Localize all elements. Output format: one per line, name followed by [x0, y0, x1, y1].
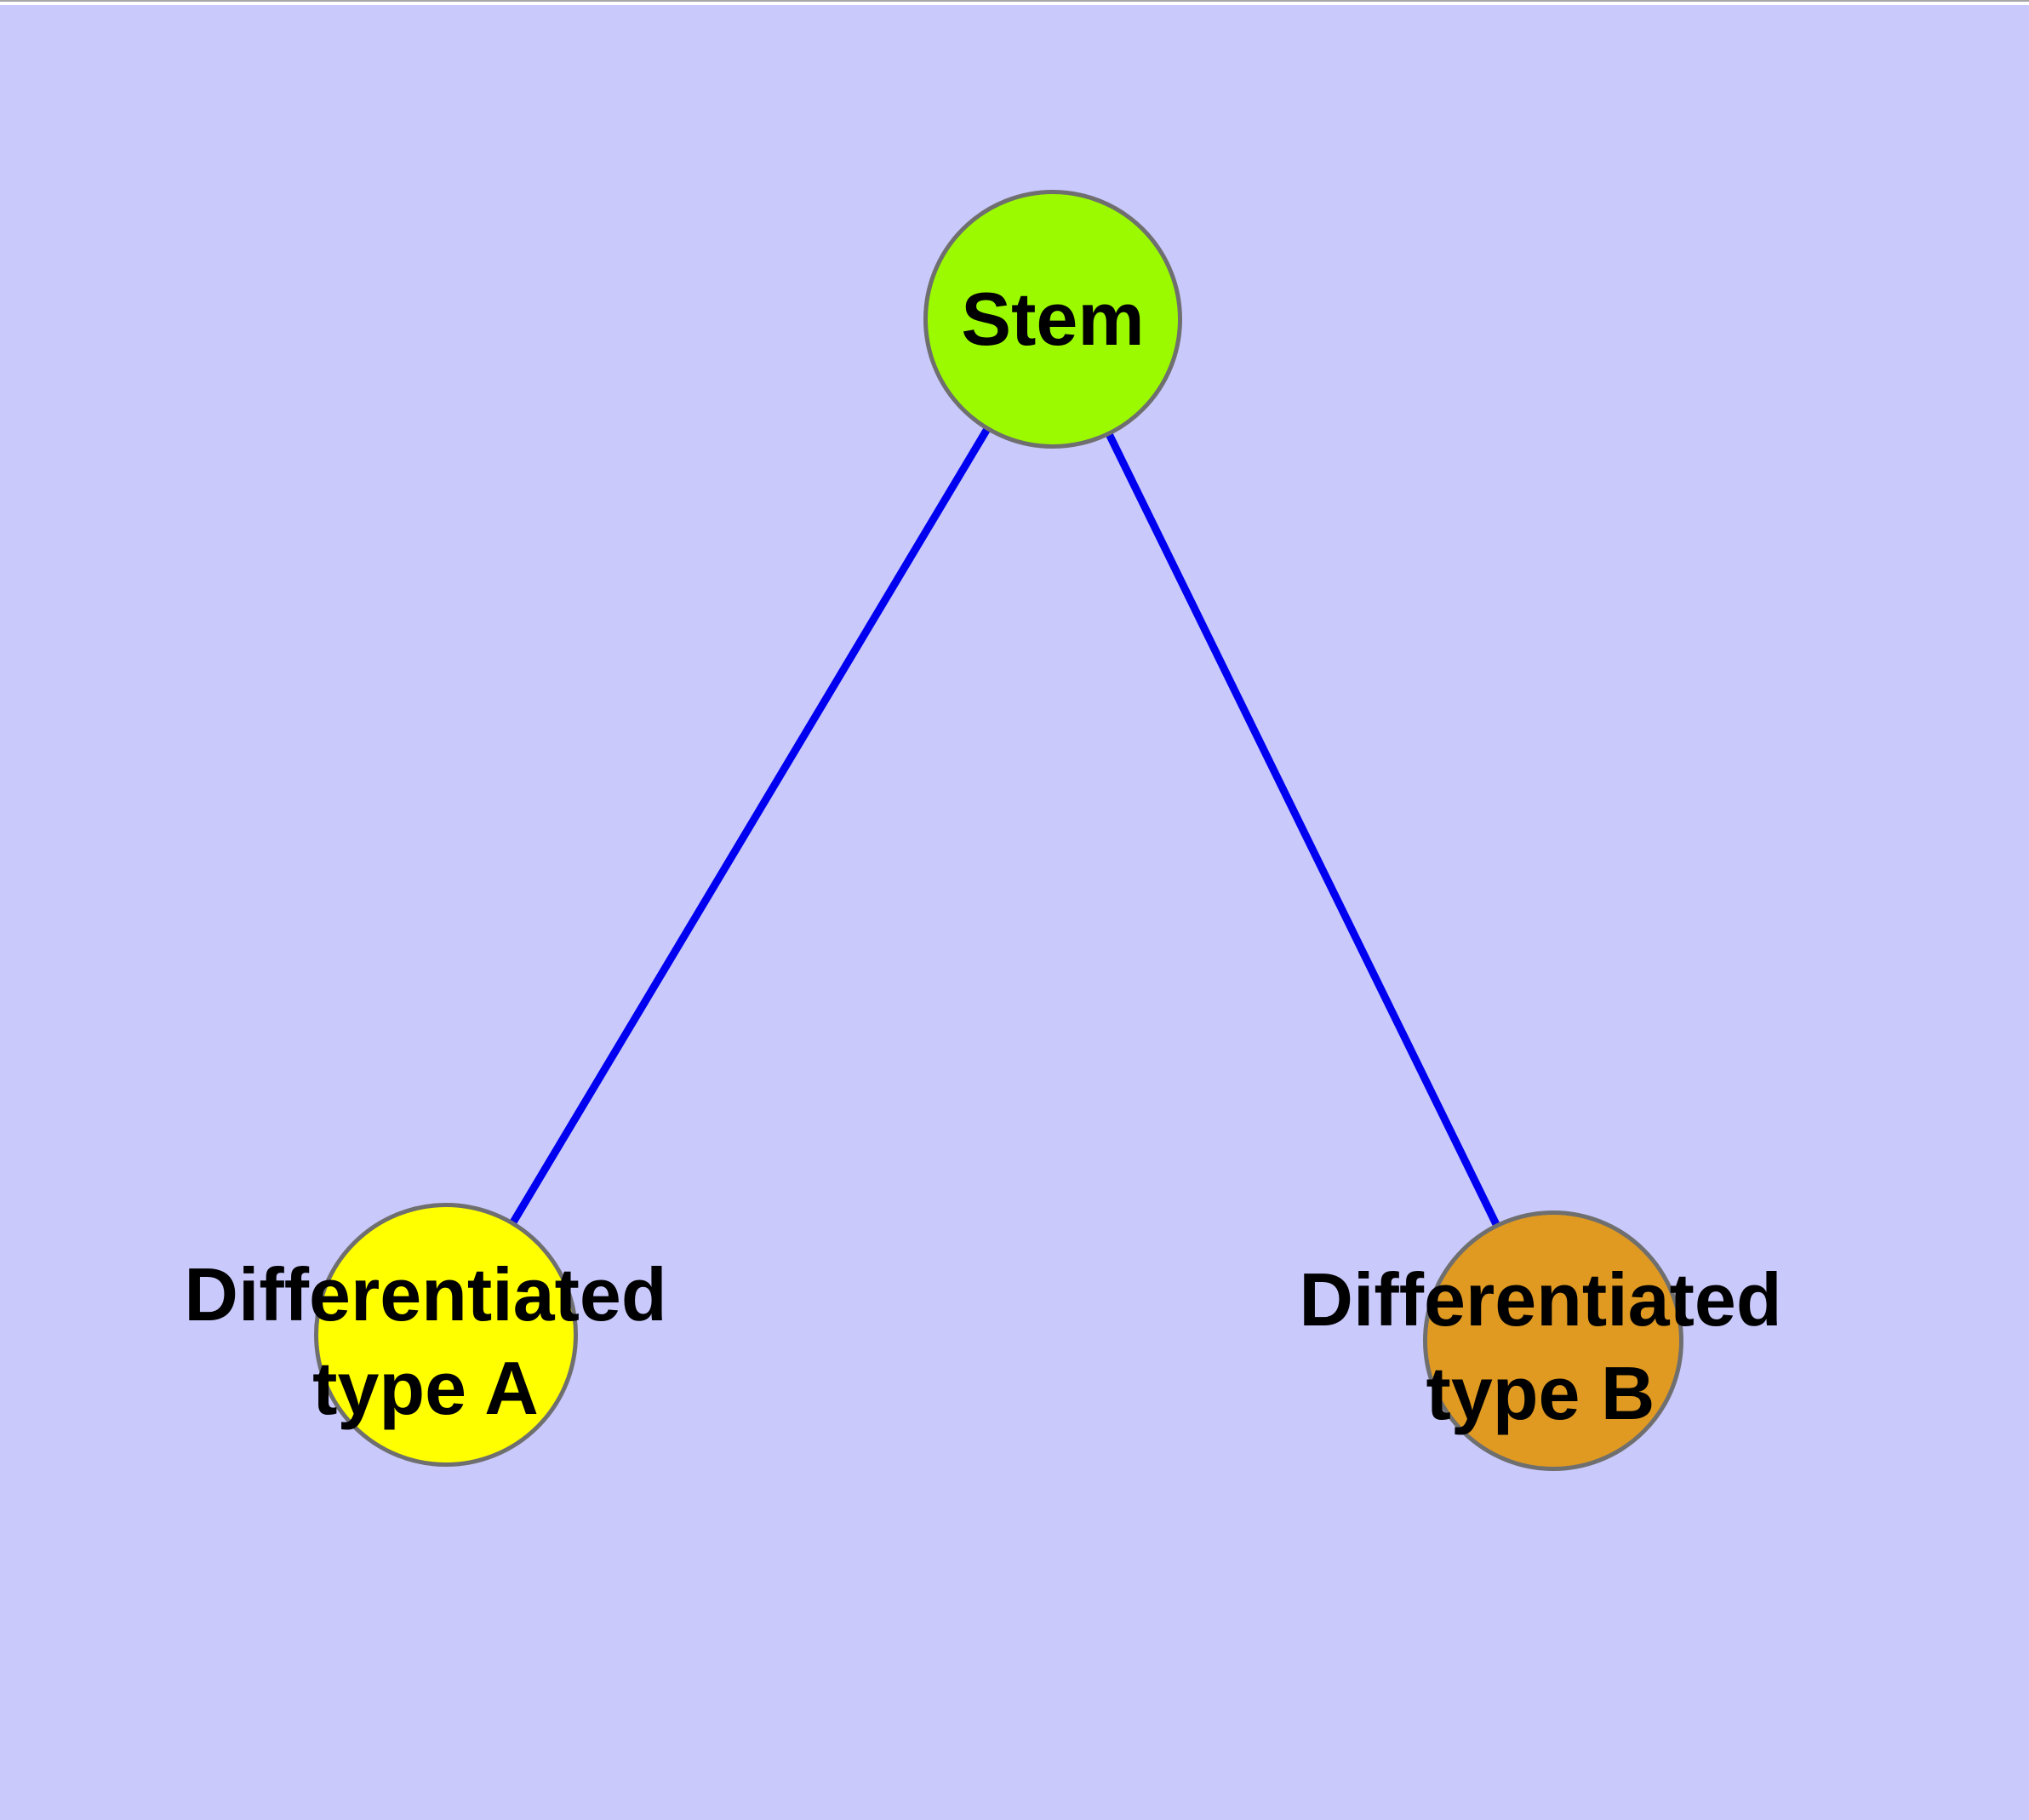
edge-stem-to-type-b — [1049, 318, 1557, 1342]
node-differentiated-type-a — [314, 1203, 578, 1467]
top-border-strip — [0, 0, 2029, 5]
type-a-label-line-1: Differentiated — [184, 1252, 667, 1336]
node-differentiated-type-b — [1423, 1210, 1683, 1471]
edge-stem-to-type-a — [443, 317, 1056, 1337]
node-differentiated-type-a-label: Differentiated type A — [43, 1248, 809, 1435]
type-b-label-line-1: Differentiated — [1299, 1257, 1782, 1342]
node-stem: Stem — [923, 190, 1182, 449]
type-b-label-line-2: type B — [1426, 1351, 1655, 1435]
node-stem-label: Stem — [961, 277, 1145, 361]
type-a-label-line-2: type A — [312, 1346, 539, 1430]
node-differentiated-type-b-label: Differentiated type B — [1157, 1253, 1923, 1440]
